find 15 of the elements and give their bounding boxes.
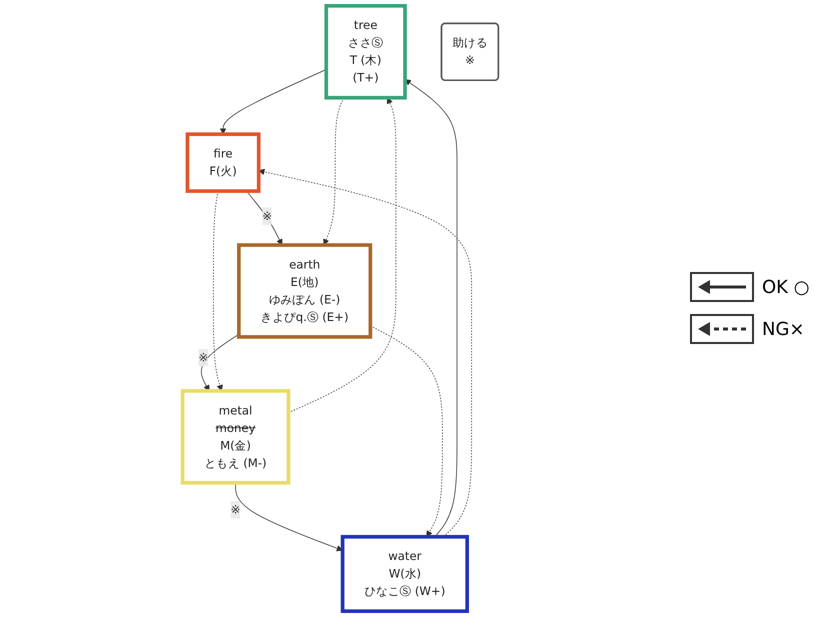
arrow [234,482,342,552]
node-box: tree ささⓈ T (木) (T+) [324,4,406,100]
legend-text: OK ○ [762,276,810,298]
node-box: water W(水) ひなこⓈ (W+) [340,534,468,613]
node-box: earth E(地) ゆみぽん (E-) きよぴq.Ⓢ (E+) [236,243,372,339]
arrow [246,190,282,246]
edge-label: ※ [230,502,240,516]
node-box: fire F(火) [185,132,260,193]
edge-label: ※ [198,350,208,364]
node-box: metal money M(金) ともえ (M-) [180,389,290,485]
legend-text: NG× [762,318,804,340]
arrow [219,69,326,134]
arrow [200,334,239,392]
edge-label: ※ [262,208,272,223]
arrow [322,97,344,246]
